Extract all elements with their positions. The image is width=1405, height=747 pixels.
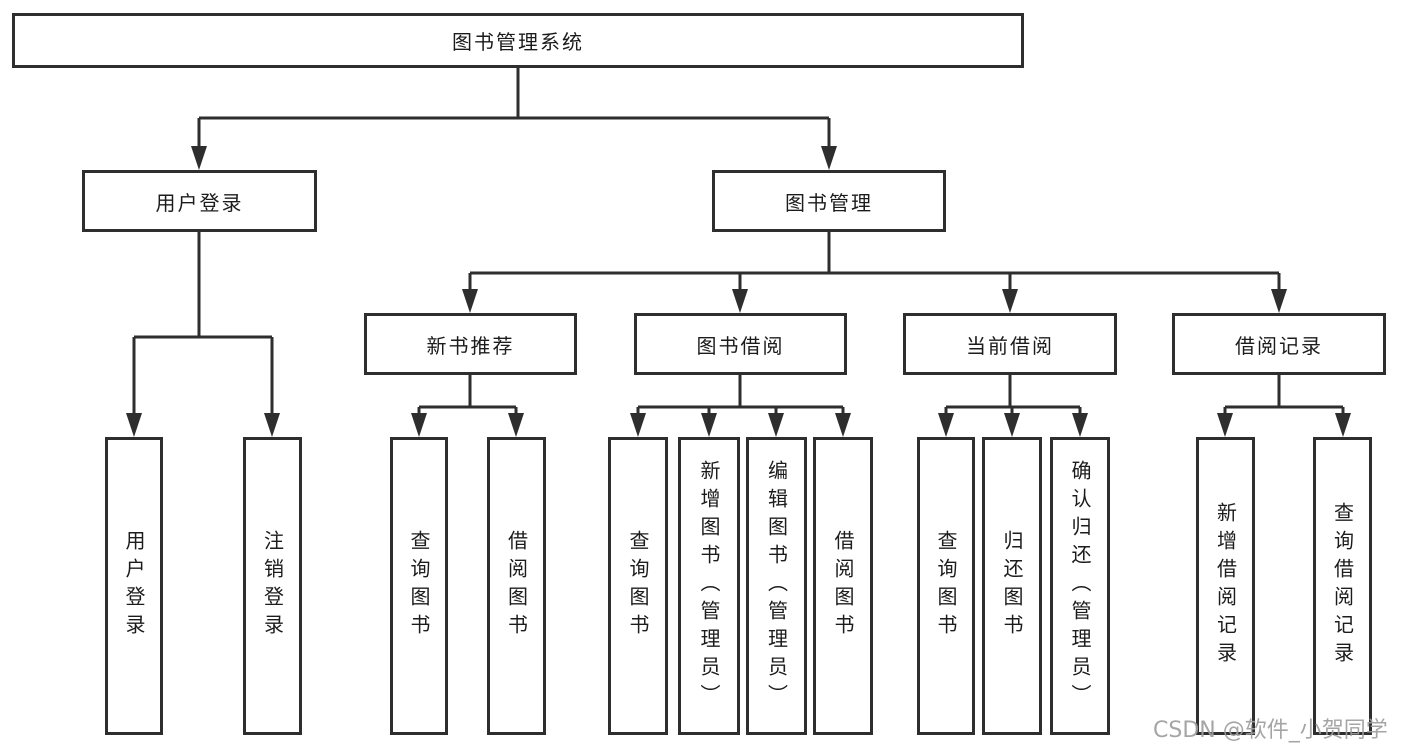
leaf-query-books-recommend: 查询图书 [390, 437, 448, 735]
node-root: 图书管理系统 [12, 13, 1024, 68]
leaf-edit-books-admin-label: 编辑图书（管理员） [764, 460, 789, 712]
leaf-query-borrow-record-label: 查询借阅记录 [1330, 502, 1355, 670]
leaf-borrow-books-recommend: 借阅图书 [487, 437, 546, 735]
node-user-login-branch-label: 用户登录 [155, 190, 244, 215]
leaf-add-borrow-record: 新增借阅记录 [1196, 437, 1255, 735]
csdn-watermark: CSDN @软件_小贺同学 [1153, 718, 1388, 743]
leaf-confirm-return-admin-label: 确认归还（管理员） [1068, 460, 1092, 712]
node-new-book-recommendation-label: 新书推荐 [426, 333, 515, 358]
node-user-login-branch: 用户登录 [82, 170, 317, 232]
leaf-confirm-return-admin: 确认归还（管理员） [1050, 437, 1110, 735]
leaf-add-borrow-record-label: 新增借阅记录 [1213, 502, 1238, 670]
node-borrowing-records-label: 借阅记录 [1235, 333, 1323, 358]
leaf-query-books-current-label: 查询图书 [934, 530, 958, 642]
leaf-borrow-books: 借阅图书 [813, 437, 873, 735]
leaf-add-books-admin: 新增图书（管理员） [678, 437, 740, 735]
leaf-user-login: 用户登录 [105, 437, 163, 735]
node-current-borrowing: 当前借阅 [903, 313, 1117, 375]
arrowhead-icons [126, 146, 1351, 437]
leaf-logout-label: 注销登录 [260, 530, 285, 642]
leaf-borrow-books-label: 借阅图书 [831, 530, 855, 642]
node-book-borrowing-label: 图书借阅 [696, 333, 785, 358]
leaf-query-borrow-record: 查询借阅记录 [1313, 437, 1372, 735]
node-book-management: 图书管理 [712, 170, 946, 232]
leaf-add-books-admin-label: 新增图书（管理员） [697, 460, 721, 712]
leaf-query-books-borrowing-label: 查询图书 [626, 530, 650, 642]
node-borrowing-records: 借阅记录 [1172, 313, 1386, 375]
leaf-user-login-label: 用户登录 [122, 530, 146, 642]
leaf-return-books: 归还图书 [982, 437, 1042, 735]
leaf-query-books-recommend-label: 查询图书 [407, 530, 431, 642]
node-root-label: 图书管理系统 [452, 30, 584, 54]
node-book-borrowing: 图书借阅 [634, 313, 847, 375]
leaf-borrow-books-recommend-label: 借阅图书 [504, 530, 529, 642]
leaf-query-books-current: 查询图书 [917, 437, 975, 735]
node-new-book-recommendation: 新书推荐 [364, 313, 577, 375]
leaf-query-books-borrowing: 查询图书 [608, 437, 668, 735]
leaf-edit-books-admin: 编辑图书（管理员） [746, 437, 807, 735]
leaf-return-books-label: 归还图书 [1000, 530, 1024, 642]
node-current-borrowing-label: 当前借阅 [966, 333, 1054, 358]
node-book-management-label: 图书管理 [785, 190, 873, 215]
leaf-logout: 注销登录 [243, 437, 302, 735]
